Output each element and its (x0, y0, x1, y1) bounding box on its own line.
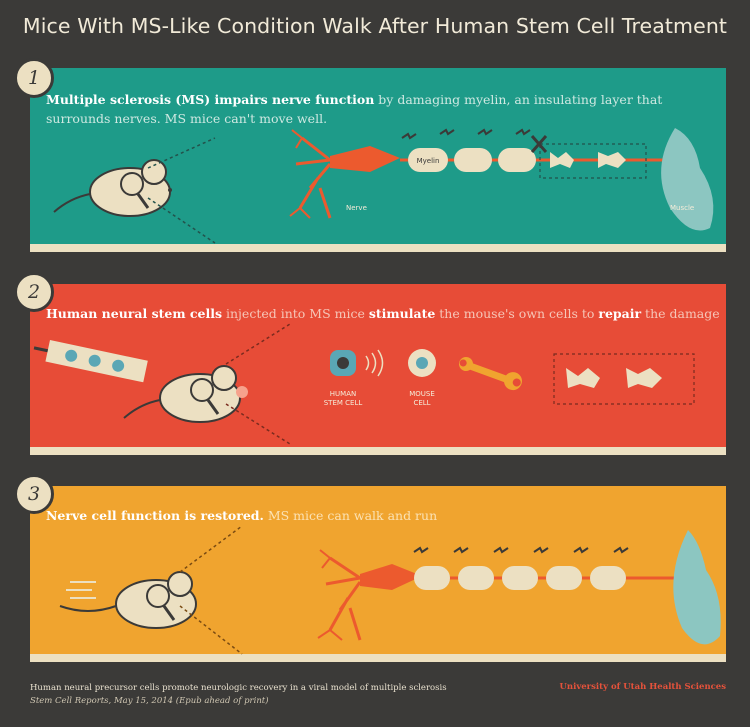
panel-2-caption-b1: Human neural stem cells (46, 306, 223, 321)
panel-3-illustration (59, 525, 721, 655)
human-stem-cell-label-1: HUMAN (330, 390, 356, 398)
panel-2-illustration: HUMAN STEM CELL MOUSE CELL (33, 323, 695, 445)
damaged-myelin (566, 368, 600, 388)
myelin-segment (502, 566, 538, 590)
panel-1-caption-rest: by damaging myelin, an insulating layer … (46, 92, 663, 126)
panel-1-caption: Multiple sclerosis (MS) impairs nerve fu… (46, 90, 686, 128)
signal-bolt-icon (401, 128, 531, 140)
panel-2: Human neural stem cells injected into MS… (30, 284, 726, 455)
panel-divider (30, 654, 726, 662)
zoom-line (147, 197, 216, 244)
mouse-icon (123, 365, 248, 423)
myelin-segment (414, 566, 450, 590)
myelin-label: Myelin (417, 157, 440, 165)
panel-1: Multiple sclerosis (MS) impairs nerve fu… (30, 68, 726, 252)
panel-2-caption-b2: stimulate (368, 306, 436, 321)
signal-bolt-icon (413, 546, 629, 554)
nerve-cell-icon (289, 129, 400, 219)
damage-box (539, 143, 647, 179)
damaged-myelin (626, 368, 662, 388)
muscle-icon (673, 530, 721, 645)
human-stem-cell-label-2: STEM CELL (324, 399, 363, 407)
step-number-1: 1 (14, 58, 54, 98)
human-stem-cell-icon (330, 350, 356, 376)
step-number-2: 2 (14, 272, 54, 312)
damaged-myelin (550, 152, 574, 168)
mouse-cell-label-2: CELL (413, 399, 430, 407)
muscle-icon (661, 128, 714, 231)
panel-3-caption-rest: MS mice can walk and run (263, 508, 438, 523)
damage-x-icon (530, 135, 548, 153)
myelin-segment (454, 148, 492, 172)
panel-3-caption-bold: Nerve cell function is restored. (46, 508, 264, 523)
mouse-icon (59, 571, 197, 629)
mouse-cell-label-1: MOUSE (409, 390, 435, 398)
myelin-segment (458, 566, 494, 590)
zoom-line (147, 137, 216, 169)
mouse-icon (53, 159, 172, 217)
syringe-icon (33, 340, 148, 383)
myelin-segment (498, 148, 536, 172)
damaged-myelin (598, 152, 626, 168)
wrench-icon (459, 357, 522, 391)
panel-1-illustration: Myelin Nerve Muscle (53, 128, 714, 244)
mouse-cell-icon (408, 349, 436, 377)
panel-3: Nerve cell function is restored. MS mice… (30, 486, 726, 662)
panel-divider (30, 447, 726, 455)
myelin-segment (408, 148, 448, 172)
citation-text: Human neural precursor cells promote neu… (30, 683, 447, 693)
panel-divider (30, 244, 726, 252)
panel-2-caption-t3: the damage (641, 306, 720, 321)
panel-1-caption-bold: Multiple sclerosis (MS) impairs nerve fu… (46, 92, 375, 107)
panel-2-caption-t1: injected into MS mice (222, 306, 369, 321)
myelin-segment (590, 566, 626, 590)
footer-credit: University of Utah Health Sciences (559, 682, 727, 692)
panel-2-caption: Human neural stem cells injected into MS… (46, 304, 726, 323)
motion-lines (66, 581, 96, 599)
muscle-label: Muscle (670, 204, 694, 212)
repair-box (553, 353, 695, 405)
page-title: Mice With MS-Like Condition Walk After H… (22, 14, 728, 38)
panel-3-caption: Nerve cell function is restored. MS mice… (46, 506, 686, 525)
step-number-3: 3 (14, 474, 54, 514)
panel-2-caption-t2: the mouse's own cells to (435, 306, 599, 321)
myelin-segment (546, 566, 582, 590)
nerve-label: Nerve (346, 204, 367, 212)
signal-waves-icon (365, 349, 384, 377)
journal-text: Stem Cell Reports, May 15, 2014 (Epub ah… (30, 696, 269, 706)
nerve-cell-icon (317, 549, 422, 641)
panel-2-caption-b3: repair (598, 306, 642, 321)
footer-citation: Human neural precursor cells promote neu… (30, 682, 550, 708)
